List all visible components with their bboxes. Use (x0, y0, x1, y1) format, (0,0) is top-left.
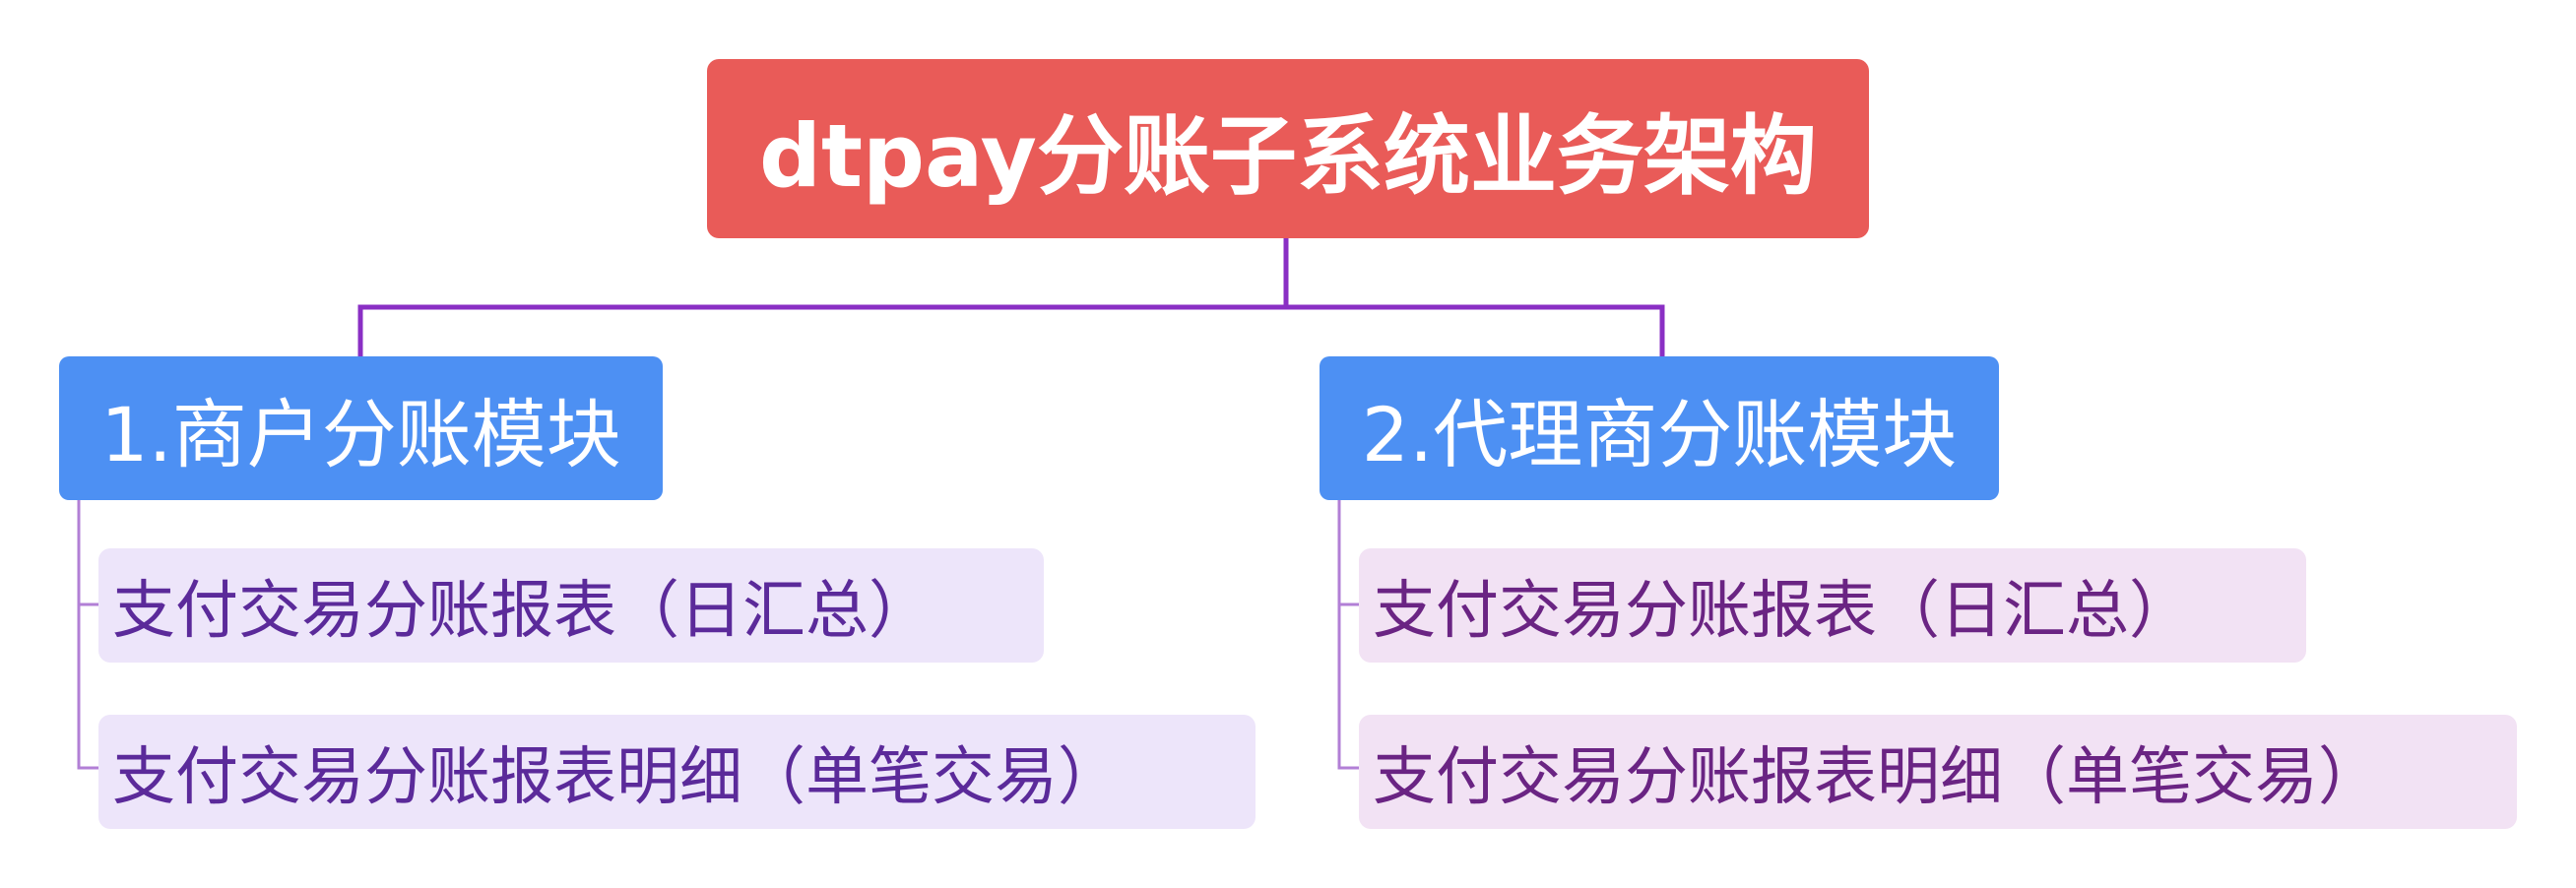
leaf-merchant-detail-report[interactable]: 支付交易分账报表明细（单笔交易） (98, 715, 1256, 829)
branch-label: 1.商户分账模块 (100, 391, 621, 478)
leaf-agent-detail-report[interactable]: 支付交易分账报表明细（单笔交易） (1359, 715, 2517, 829)
leaf-label: 支付交易分账报表（日汇总） (1373, 575, 2192, 648)
root-topic[interactable]: dtpay分账子系统业务架构 (707, 59, 1869, 238)
leaf-agent-daily-report[interactable]: 支付交易分账报表（日汇总） (1359, 548, 2306, 663)
branch-agent-module[interactable]: 2.代理商分账模块 (1320, 356, 1999, 500)
leaf-label: 支付交易分账报表明细（单笔交易） (112, 741, 1121, 814)
leaf-label: 支付交易分账报表明细（单笔交易） (1373, 741, 2381, 814)
branch-merchant-module[interactable]: 1.商户分账模块 (59, 356, 663, 500)
leaf-merchant-daily-report[interactable]: 支付交易分账报表（日汇总） (98, 548, 1044, 663)
branch-label: 2.代理商分账模块 (1361, 391, 1958, 478)
leaf-label: 支付交易分账报表（日汇总） (112, 575, 932, 648)
root-topic-label: dtpay分账子系统业务架构 (758, 104, 1818, 207)
